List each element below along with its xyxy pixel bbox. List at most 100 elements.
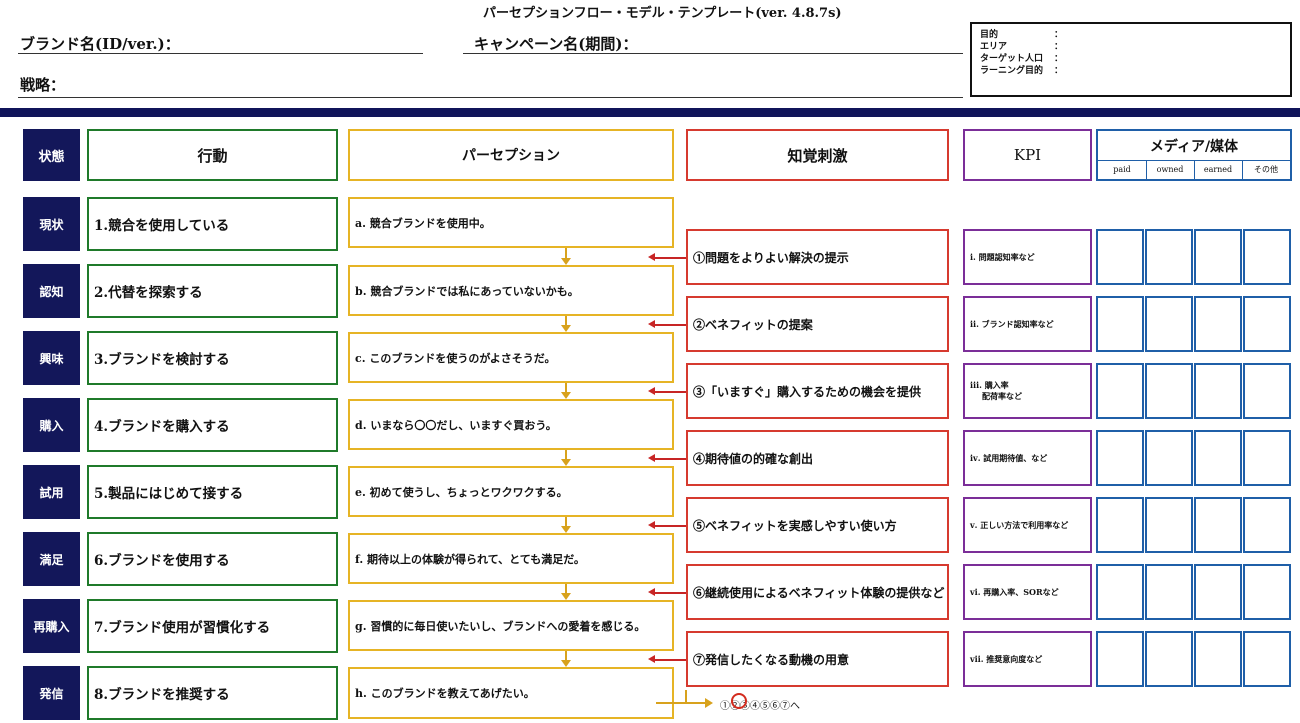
media-cell-paid[interactable] bbox=[1096, 363, 1144, 419]
red-arrow-left-icon bbox=[648, 454, 655, 462]
media-cell-paid[interactable] bbox=[1096, 564, 1144, 620]
flow-arrow-line bbox=[565, 517, 567, 526]
col-header-perception: パーセプション bbox=[348, 129, 674, 181]
media-cell-paid[interactable] bbox=[1096, 430, 1144, 486]
perception-cell: d. いまなら〇〇だし、いますぐ買おう。 bbox=[348, 399, 674, 450]
media-sub-earned: earned bbox=[1194, 160, 1243, 179]
stimulus-cell: ④期待値の的確な創出 bbox=[686, 430, 949, 486]
media-cell-paid[interactable] bbox=[1096, 296, 1144, 352]
info-row-learning: ラーニング目的： bbox=[980, 65, 1282, 77]
media-cell-earned[interactable] bbox=[1194, 229, 1242, 285]
media-cell-earned[interactable] bbox=[1194, 564, 1242, 620]
red-arrow-left-icon bbox=[648, 655, 655, 663]
flow-arrow-down-icon bbox=[561, 660, 571, 667]
info-sep: ： bbox=[1054, 66, 1064, 76]
media-cell-owned[interactable] bbox=[1145, 430, 1193, 486]
media-cell-owned[interactable] bbox=[1145, 363, 1193, 419]
perception-cell: g. 習慣的に毎日使いたいし、ブランドへの愛着を感じる。 bbox=[348, 600, 674, 651]
action-cell: 2.代替を探索する bbox=[87, 264, 338, 318]
kpi-cell: ⅱ. ブランド認知率など bbox=[963, 296, 1092, 352]
action-cell: 6.ブランドを使用する bbox=[87, 532, 338, 586]
brand-name-line bbox=[18, 53, 423, 54]
kpi-cell: ⅲ. 購入率配荷率など bbox=[963, 363, 1092, 419]
kpi-text: 配荷率など bbox=[982, 391, 1022, 401]
action-cell: 5.製品にはじめて接する bbox=[87, 465, 338, 519]
perception-cell: b. 競合ブランドでは私にあっていないかも。 bbox=[348, 265, 674, 316]
red-arrow-line bbox=[655, 391, 686, 393]
media-cell-owned[interactable] bbox=[1145, 296, 1193, 352]
info-key: ターゲット人口 bbox=[980, 54, 1044, 64]
col-header-kpi: KPI bbox=[963, 129, 1092, 181]
strategy-label: 戦略： bbox=[20, 76, 66, 94]
flow-arrow-down-icon bbox=[561, 392, 571, 399]
flow-arrow-down-icon bbox=[561, 258, 571, 265]
kpi-text: ⅲ. 購入率 bbox=[970, 380, 1009, 390]
media-cell-paid[interactable] bbox=[1096, 631, 1144, 687]
red-arrow-line bbox=[655, 525, 686, 527]
red-arrow-line bbox=[655, 592, 686, 594]
media-cell-other[interactable] bbox=[1243, 296, 1291, 352]
red-arrow-line bbox=[655, 659, 686, 661]
media-cell-other[interactable] bbox=[1243, 631, 1291, 687]
perception-cell: c. このブランドを使うのがよさそうだ。 bbox=[348, 332, 674, 383]
divider-bar bbox=[0, 108, 1300, 117]
campaign-name-line bbox=[463, 53, 963, 54]
red-arrow-left-icon bbox=[648, 253, 655, 261]
stimulus-cell: ②ベネフィットの提案 bbox=[686, 296, 949, 352]
flow-arrow-down-icon bbox=[561, 459, 571, 466]
action-cell: 8.ブランドを推奨する bbox=[87, 666, 338, 720]
media-cell-earned[interactable] bbox=[1194, 296, 1242, 352]
kpi-text: ⅰ. 問題認知率など bbox=[970, 251, 1035, 262]
media-cell-earned[interactable] bbox=[1194, 363, 1242, 419]
info-sep: ： bbox=[1054, 30, 1064, 40]
campaign-name-label: キャンペーン名(期間)： bbox=[474, 35, 638, 53]
state-cell: 認知 bbox=[23, 264, 80, 318]
kpi-text: ⅴ. 正しい方法で利用率など bbox=[970, 519, 1069, 530]
state-cell: 満足 bbox=[23, 532, 80, 586]
state-cell: 発信 bbox=[23, 666, 80, 720]
brand-name-label: ブランド名(ID/ver.)： bbox=[20, 35, 180, 53]
media-cell-owned[interactable] bbox=[1145, 497, 1193, 553]
info-sep: ： bbox=[1054, 54, 1064, 64]
flow-arrow-down-icon bbox=[561, 325, 571, 332]
red-arrow-left-icon bbox=[648, 521, 655, 529]
info-key: エリア bbox=[980, 42, 1008, 52]
action-cell: 7.ブランド使用が習慣化する bbox=[87, 599, 338, 653]
info-box: 目的： エリア ： ターゲット人口 ： ラーニング目的： bbox=[970, 22, 1292, 97]
stimulus-cell: ③「いますぐ」購入するための機会を提供 bbox=[686, 363, 949, 419]
action-cell: 1.競合を使用している bbox=[87, 197, 338, 251]
media-cell-other[interactable] bbox=[1243, 229, 1291, 285]
media-sub-paid: paid bbox=[1098, 160, 1147, 179]
media-cell-earned[interactable] bbox=[1194, 497, 1242, 553]
stimulus-cell: ⑤ベネフィットを実感しやすい使い方 bbox=[686, 497, 949, 553]
flow-arrow-line bbox=[565, 316, 567, 325]
action-cell: 4.ブランドを購入する bbox=[87, 398, 338, 452]
kpi-cell: ⅴ. 正しい方法で利用率など bbox=[963, 497, 1092, 553]
media-cell-paid[interactable] bbox=[1096, 497, 1144, 553]
perception-cell: e. 初めて使うし、ちょっとワクワクする。 bbox=[348, 466, 674, 517]
media-cell-owned[interactable] bbox=[1145, 229, 1193, 285]
info-row-purpose: 目的： bbox=[980, 29, 1282, 41]
media-title: メディア/媒体 bbox=[1098, 131, 1290, 161]
media-cell-other[interactable] bbox=[1243, 564, 1291, 620]
media-cell-paid[interactable] bbox=[1096, 229, 1144, 285]
media-cell-other[interactable] bbox=[1243, 430, 1291, 486]
info-sep: ： bbox=[1054, 42, 1064, 52]
red-arrow-line bbox=[655, 324, 686, 326]
flow-arrow-down-icon bbox=[561, 526, 571, 533]
media-cell-earned[interactable] bbox=[1194, 430, 1242, 486]
kpi-cell: ⅳ. 試用期待値、など bbox=[963, 430, 1092, 486]
media-cell-other[interactable] bbox=[1243, 363, 1291, 419]
media-cell-other[interactable] bbox=[1243, 497, 1291, 553]
media-cell-owned[interactable] bbox=[1145, 631, 1193, 687]
perception-cell: a. 競合ブランドを使用中。 bbox=[348, 197, 674, 248]
media-sub-other: その他 bbox=[1254, 165, 1278, 174]
col-header-state: 状態 bbox=[23, 129, 80, 181]
state-cell: 再購入 bbox=[23, 599, 80, 653]
kpi-cell: ⅰ. 問題認知率など bbox=[963, 229, 1092, 285]
media-cell-earned[interactable] bbox=[1194, 631, 1242, 687]
media-cell-owned[interactable] bbox=[1145, 564, 1193, 620]
strategy-line bbox=[18, 97, 963, 98]
flow-arrow-line bbox=[565, 450, 567, 459]
footer-arrow-horizontal bbox=[656, 702, 706, 704]
